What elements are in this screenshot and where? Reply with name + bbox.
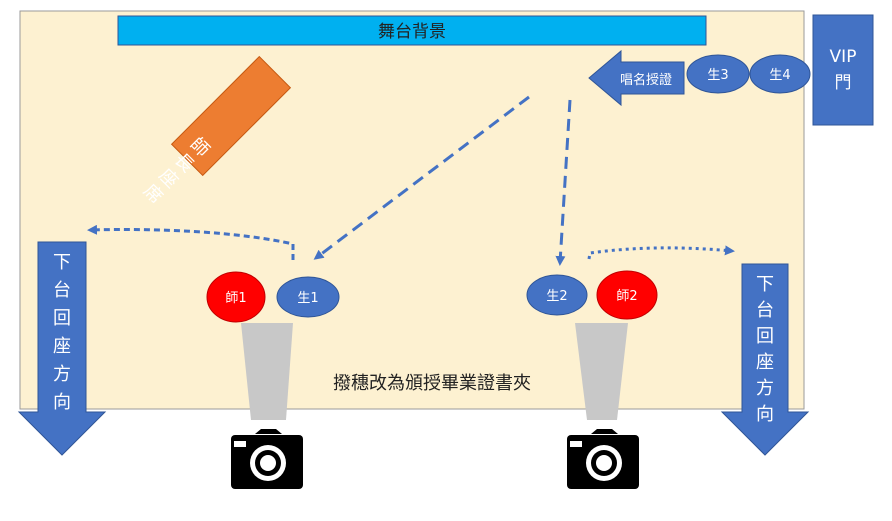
vip-door [812, 14, 874, 126]
exit-left-label: 下台回座方向 [53, 252, 71, 413]
chair-seat-box [170, 55, 292, 177]
backdrop-label: 舞台背景 [378, 22, 446, 42]
student-2-label: 生2 [546, 289, 567, 304]
student-4-label: 生4 [769, 68, 790, 83]
teacher-2 [596, 270, 658, 320]
student-2 [526, 274, 588, 316]
path-exit-left [87, 224, 295, 260]
exit-arrow-right [720, 263, 810, 456]
light-beam-right [575, 323, 628, 420]
roll-call-label: 唱名授證 [620, 72, 672, 88]
student-3 [686, 54, 750, 94]
stage-area [19, 10, 805, 410]
camera-icon [567, 429, 639, 489]
teacher-1-label: 師1 [225, 291, 246, 306]
student-1 [276, 276, 340, 318]
path-to-student-1 [313, 95, 530, 260]
exit-arrow-left [17, 241, 107, 456]
student-4 [749, 54, 811, 94]
path-to-student-2 [555, 99, 572, 266]
stage-backdrop [117, 15, 707, 46]
camera-icon [231, 429, 303, 489]
ceremony-note: 撥穗改為頒授畢業證書夾 [333, 373, 531, 394]
student-3-label: 生3 [707, 68, 728, 83]
roll-call-arrow [588, 49, 685, 107]
exit-right-label: 下台回座方向 [756, 274, 774, 425]
student-1-label: 生1 [297, 291, 318, 306]
light-beam-left [241, 323, 293, 420]
teacher-2-label: 師2 [616, 289, 637, 304]
teacher-1 [206, 271, 266, 323]
